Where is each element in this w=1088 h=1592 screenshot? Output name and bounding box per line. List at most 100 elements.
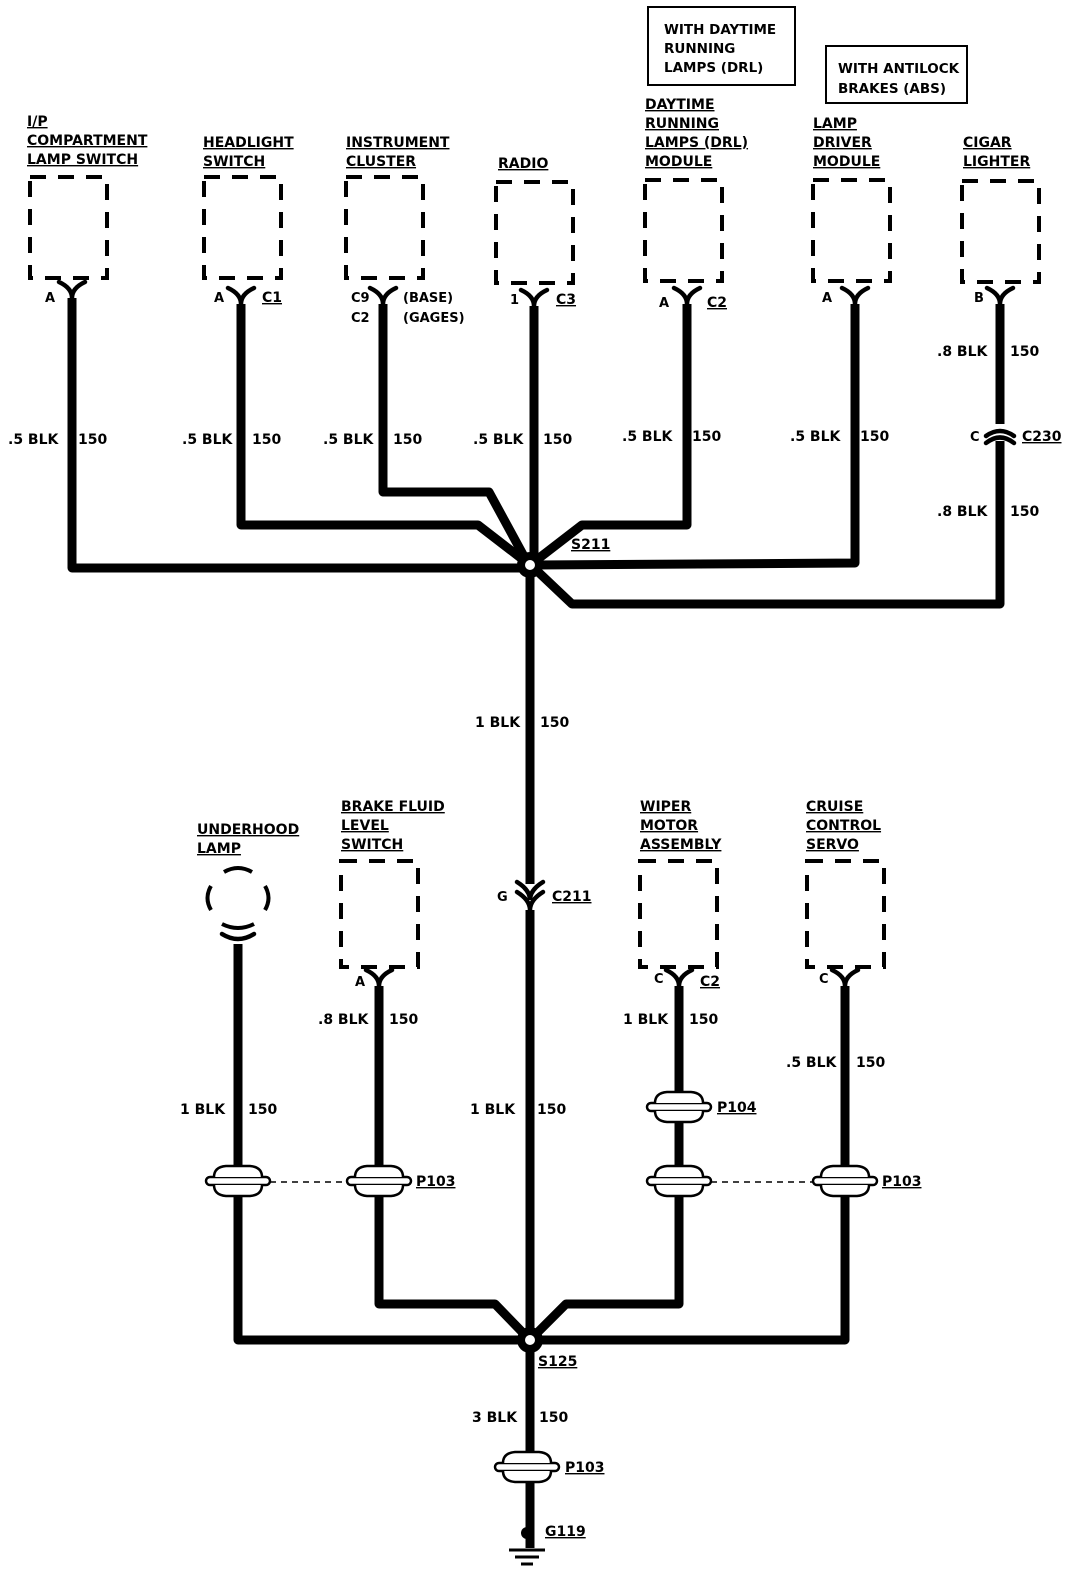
component-label-cigar-lighter: CIGAR LIGHTER [963,135,1030,170]
label-line: CLUSTER [346,154,416,170]
component-label-lamp-driver-module: LAMP DRIVER MODULE [813,116,880,170]
connector-icon [983,428,1017,439]
wire-size-label: .5 BLK [473,432,525,448]
drl-option-note: WITH DAYTIME RUNNING LAMPS (DRL) [647,6,796,86]
terminal-icon [671,285,703,305]
wire-size-label: .5 BLK [323,432,375,448]
cruise-control-servo-component [805,859,886,969]
wire-size-label: .5 BLK [622,429,674,445]
pin-label: A [45,291,55,306]
label-line: UNDERHOOD [197,822,299,838]
circuit-label: 150 [248,1102,277,1118]
wire-size-label: .5 BLK [790,429,842,445]
wire-drl-module [531,304,692,566]
terminal-icon [984,285,1016,305]
wire-wiper-motor [530,986,684,1340]
label-line: CONTROL [806,818,881,834]
label-line: LAMPS (DRL) [645,135,748,151]
wire-cigar-lighter-lower [530,441,1005,609]
wire-size-label: .8 BLK [318,1012,370,1028]
label-line: RADIO [498,156,548,172]
passthrough-label: P104 [717,1100,757,1116]
splice-label: S211 [571,537,610,553]
note-line: WITH DAYTIME [664,22,776,38]
component-label-cruise-control-servo: CRUISE CONTROL SERVO [806,799,881,853]
label-line: DRIVER [813,135,872,151]
variant-label: (BASE) [403,291,453,306]
cigar-lighter-component [960,179,1041,284]
wire-size-label: 3 BLK [472,1410,518,1426]
terminal-icon [56,279,88,299]
terminal-icon [518,287,550,307]
pin-label: C [654,972,664,987]
wire-brake-fluid-switch [374,986,530,1340]
label-line: MODULE [645,154,712,170]
ip-compartment-lamp-switch-component [28,175,109,280]
passthrough-label: P103 [882,1174,921,1190]
s125-splice [517,1327,543,1353]
terminal-icon [363,967,395,987]
pin-label: C9 [351,291,370,306]
component-label-drl-module: DAYTIME RUNNING LAMPS (DRL) MODULE [645,97,748,170]
circuit-label: 150 [539,1410,568,1426]
wire-size-label: .8 BLK [937,344,989,360]
variant-label: (GAGES) [403,311,465,326]
label-line: SERVO [806,837,859,853]
terminal-icon [663,967,695,987]
pin-label: A [355,975,365,990]
c230-inline-connector [983,428,1017,446]
drl-module-component [643,178,724,283]
label-line: SWITCH [341,837,403,853]
terminal-icon [367,285,399,305]
label-line: LEVEL [341,818,389,834]
note-line: WITH ANTILOCK [838,61,960,77]
wire-size-label: .5 BLK [786,1055,838,1071]
terminal-icon [829,967,861,987]
wire-cruise-control-servo [534,986,850,1345]
note-line: LAMPS (DRL) [664,60,763,76]
connector-label: C2 [707,295,727,311]
label-line: DAYTIME [645,97,715,113]
underhood-lamp-bulb-icon [205,866,271,942]
pin-label: A [822,291,832,306]
wire-size-label: 1 BLK [475,715,521,731]
passthrough-label: P103 [416,1174,455,1190]
label-line: MOTOR [640,818,698,834]
component-label-instrument-cluster: INSTRUMENT CLUSTER [346,135,450,170]
connector-label: C3 [556,292,576,308]
pin-label: 1 [510,293,519,308]
label-line: SWITCH [203,154,265,170]
label-line: RUNNING [645,116,719,132]
wire-instrument-cluster [378,304,530,563]
passthrough-label: P103 [565,1460,604,1476]
wire-size-label: .8 BLK [937,504,989,520]
circuit-label: 150 [860,429,889,445]
wire-size-label: 1 BLK [623,1012,669,1028]
label-line: MODULE [813,154,880,170]
circuit-label: 150 [540,715,569,731]
terminal-icon [219,931,257,942]
circuit-label: 150 [689,1012,718,1028]
wire-size-label: 1 BLK [180,1102,226,1118]
connector-icon [514,879,546,901]
label-line: HEADLIGHT [203,135,294,151]
pin-label: C [819,972,829,987]
circuit-label: 150 [252,432,281,448]
brake-fluid-level-switch-component [339,859,420,969]
label-line: I/P [27,114,48,130]
component-label-wiper-motor-assembly: WIPER MOTOR ASSEMBLY [640,799,722,853]
p103-passthrough-icon [204,1164,272,1198]
wire-headlight-switch [236,304,529,566]
label-line: INSTRUMENT [346,135,450,151]
wire-size-label: 1 BLK [470,1102,516,1118]
p103-passthrough-icon [811,1164,879,1198]
connector-icon [983,435,1017,446]
ground-label: G119 [545,1524,586,1540]
pin-label: A [659,296,669,311]
circuit-label: 150 [1010,344,1039,360]
label-line: LAMP SWITCH [27,152,138,168]
connector-label: C1 [262,290,282,306]
p104-passthrough-icon [645,1090,713,1124]
wiper-motor-assembly-component [638,859,719,969]
circuit-label: 150 [543,432,572,448]
